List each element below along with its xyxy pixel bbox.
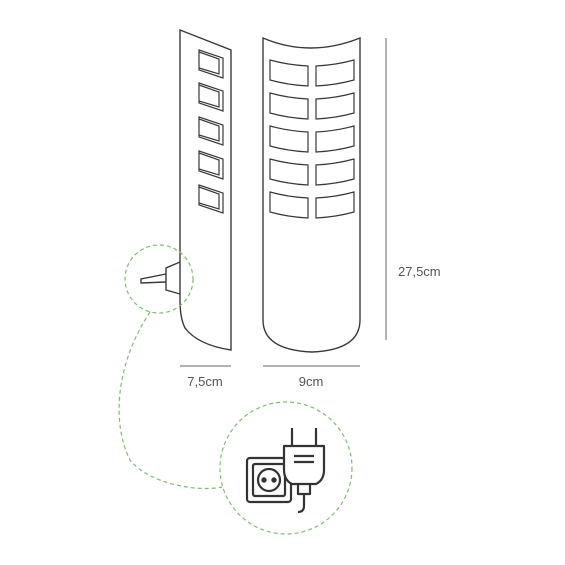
side-plug xyxy=(140,261,181,295)
front-view-outline xyxy=(262,36,361,353)
callout-connector xyxy=(118,311,223,490)
side-view-slots xyxy=(198,49,224,214)
large-highlight-circle xyxy=(219,401,353,535)
side-view xyxy=(179,28,232,351)
side-width-label: 7,5cm xyxy=(187,374,222,389)
front-view-slots xyxy=(269,59,355,219)
small-highlight-circle xyxy=(124,244,194,314)
plug-callout xyxy=(118,244,353,535)
plug-icon xyxy=(282,428,326,514)
front-view xyxy=(262,36,361,353)
dimension-lines xyxy=(180,38,387,367)
side-view-outline xyxy=(179,28,232,351)
height-label: 27,5cm xyxy=(398,264,441,279)
front-width-label: 9cm xyxy=(299,374,324,389)
